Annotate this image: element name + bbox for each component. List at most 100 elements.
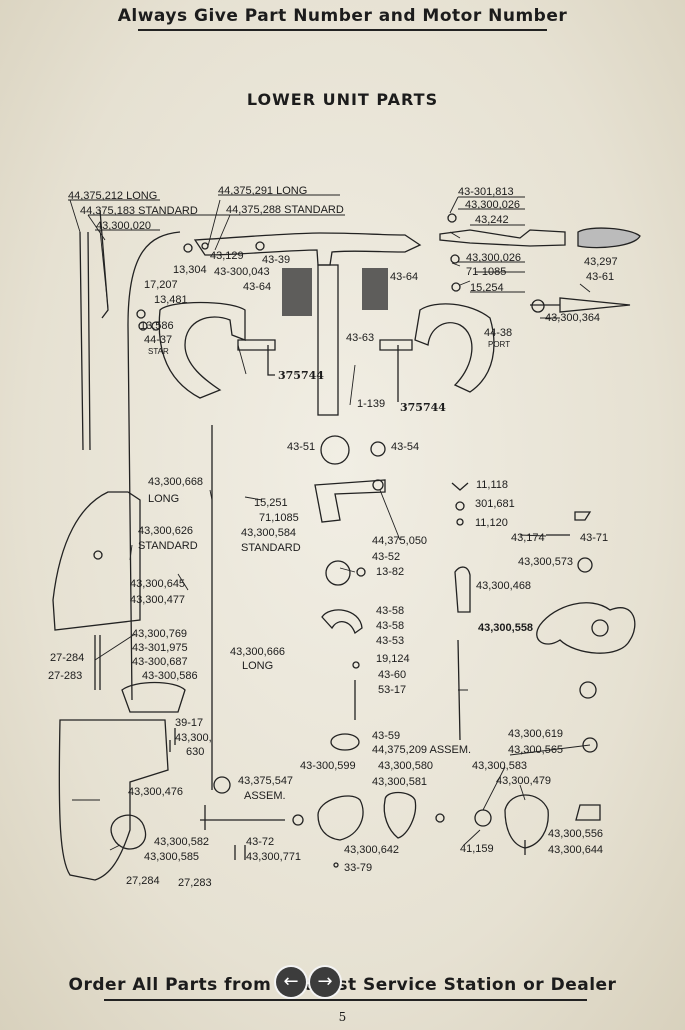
next-page-button[interactable]: → — [310, 967, 340, 997]
part-label: 43,300,580 — [378, 760, 434, 772]
part-label: 43,242 — [475, 214, 509, 226]
part-label: 43-54 — [391, 441, 420, 453]
part-label: 43-53 — [376, 635, 405, 647]
part-label: 44,375,212 LONG — [68, 190, 158, 202]
part-label: 43,300,026 — [465, 199, 521, 211]
part-label: 33-79 — [344, 862, 373, 874]
part-label: 43,375,547 — [238, 775, 294, 787]
part-label: 71-1085 — [466, 266, 507, 278]
arrow-right-icon: → — [317, 971, 333, 992]
part-label: 11,118 — [476, 479, 509, 491]
part-label: 43-58 — [376, 620, 405, 632]
part-label: 13,481 — [154, 294, 188, 306]
part-label: 43,300,582 — [154, 836, 210, 848]
part-label: 43-61 — [586, 271, 615, 283]
part-label: 375744 — [400, 401, 446, 414]
part-label: 11,120 — [475, 517, 508, 529]
part-label: 43,300,666 — [230, 646, 286, 658]
part-label: 1-139 — [357, 398, 386, 410]
part-label: 43,300,479 — [496, 775, 552, 787]
part-label: 44,375,183 STANDARD — [80, 205, 198, 217]
part-label: 43,129 — [210, 250, 244, 262]
part-label: 44,375,209 ASSEM. — [372, 744, 472, 756]
prev-page-button[interactable]: ← — [276, 967, 306, 997]
part-label: 39-17 — [175, 717, 204, 729]
part-label: 43,300, — [175, 732, 212, 744]
footer-rule — [104, 999, 587, 1001]
part-label: 43,300,581 — [372, 776, 428, 788]
part-label: 13,586 — [140, 320, 174, 332]
part-label: 43-72 — [246, 836, 275, 848]
part-label: 43,300,558 — [478, 622, 534, 634]
part-label: LONG — [242, 660, 274, 672]
part-label: 43,300,668 — [148, 476, 204, 488]
part-label: 43,300,769 — [132, 628, 188, 640]
part-label: 43,300,644 — [548, 844, 604, 856]
part-label: 43-58 — [376, 605, 405, 617]
part-label: 43-301,975 — [132, 642, 188, 654]
part-label: LONG — [148, 493, 180, 505]
part-label: 43,300,468 — [476, 580, 532, 592]
part-label: 17,207 — [144, 279, 178, 291]
part-label: 301,681 — [475, 498, 515, 510]
part-label: 43,297 — [584, 256, 618, 268]
part-label: 44,375,288 STANDARD — [226, 204, 344, 216]
part-label: 27-284 — [50, 652, 85, 664]
part-label: 43,300,584 — [241, 527, 297, 539]
part-label: 43,300,626 — [138, 525, 194, 537]
page-number: 5 — [338, 1010, 347, 1024]
part-label: 44-38 — [484, 327, 513, 339]
part-label: 44,375,291 LONG — [218, 185, 308, 197]
part-label: 43,174 — [511, 532, 545, 544]
part-label: 43-300,043 — [214, 266, 270, 278]
part-label: 43-63 — [346, 332, 375, 344]
part-label: 43,300,556 — [548, 828, 604, 840]
part-label: ASSEM. — [244, 790, 286, 802]
part-label: 13-82 — [376, 566, 405, 578]
part-label: 43-300,687 — [132, 656, 188, 668]
part-label: 43-300,599 — [300, 760, 356, 772]
part-label: 15,251 — [254, 497, 288, 509]
part-label: 43,300,026 — [466, 252, 522, 264]
top-header: Always Give Part Number and Motor Number — [117, 6, 568, 26]
header-rule — [138, 29, 547, 31]
part-label: 15,254 — [470, 282, 504, 294]
part-label: 43,300,642 — [344, 844, 400, 856]
part-label: 43,300,477 — [130, 594, 186, 606]
part-label: 630 — [186, 746, 205, 758]
part-label: 375744 — [278, 369, 324, 382]
part-label: 43-51 — [287, 441, 316, 453]
part-label: 27,284 — [126, 875, 160, 887]
part-label: 71,1085 — [259, 512, 299, 524]
part-label: 43,300,585 — [144, 851, 200, 863]
part-label: 53-17 — [378, 684, 407, 696]
part-label: 44,375,050 — [372, 535, 428, 547]
part-label: 43,300,619 — [508, 728, 564, 740]
footer-text: Order All Parts from Nearest Service Sta… — [68, 975, 617, 995]
part-label: 43,300,364 — [545, 312, 601, 324]
part-label: 19,124 — [376, 653, 410, 665]
page-title: LOWER UNIT PARTS — [246, 90, 439, 109]
part-label: 43-39 — [262, 254, 291, 266]
part-label: 43,300,771 — [246, 851, 302, 863]
part-label: 43-59 — [372, 730, 401, 742]
part-label: 43,300,476 — [128, 786, 184, 798]
part-label: STANDARD — [138, 540, 198, 552]
part-label: 43-64 — [243, 281, 272, 293]
part-label: 43-52 — [372, 551, 401, 563]
part-label: STAR — [148, 347, 169, 356]
part-label: 43-300,586 — [142, 670, 198, 682]
part-label: 43-60 — [378, 669, 407, 681]
part-label: 43-71 — [580, 532, 609, 544]
part-label: 43,300,645 — [130, 578, 186, 590]
part-label: 27,283 — [178, 877, 212, 889]
part-label: 43,300,020 — [96, 220, 152, 232]
part-label: PORT — [488, 340, 511, 349]
part-label: 43-64 — [390, 271, 419, 283]
part-label: 43,300,583 — [472, 760, 528, 772]
part-label: 44-37 — [144, 334, 173, 346]
part-label: 27-283 — [48, 670, 83, 682]
arrow-left-icon: ← — [283, 971, 299, 992]
